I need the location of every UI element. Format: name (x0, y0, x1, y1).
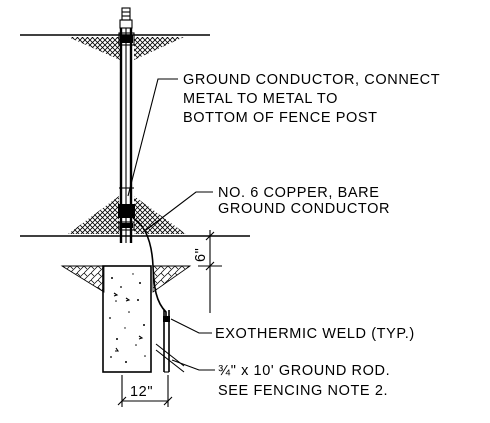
ground-conductor-callout-line-1: GROUND CONDUCTOR, CONNECT (183, 72, 440, 88)
ground-conductor-callout-line-2: METAL TO METAL TO (183, 91, 338, 107)
copper-callout: NO. 6 COPPER, BARE GROUND CONDUCTOR (218, 185, 390, 217)
weld-callout: EXOTHERMIC WELD (TYP.) (215, 326, 415, 342)
top-crosshatch-left (68, 37, 120, 60)
copper-callout-line-2: GROUND CONDUCTOR (218, 201, 390, 217)
ground-conductor-callout-line-3: BOTTOM OF FENCE POST (183, 110, 378, 126)
ground-rod (155, 310, 185, 373)
width-dimension (117, 375, 173, 407)
width-dimension-label: 12" (130, 384, 153, 400)
depth-dimension (198, 230, 222, 313)
rod-callout-line-2: SEE FENCING NOTE 2. (218, 383, 388, 399)
lower-crosshatch-left (68, 196, 119, 234)
depth-dimension-label: 6" (193, 248, 209, 262)
soil-hatch-right (152, 265, 192, 293)
rod-callout-line-1: ¾" x 10' GROUND ROD. (218, 363, 390, 379)
leader-rod (171, 359, 215, 371)
post-ground-clamp (118, 204, 135, 231)
copper-ground-conductor (132, 217, 167, 318)
leader-copper (145, 191, 213, 231)
copper-callout-line-1: NO. 6 COPPER, BARE (218, 185, 379, 201)
top-crosshatch-right (134, 37, 184, 60)
post-cap (119, 7, 133, 29)
ground-conductor-callout: GROUND CONDUCTOR, CONNECT METAL TO METAL… (183, 72, 440, 126)
leader-weld (170, 318, 212, 334)
leader-ground-conductor (127, 78, 178, 197)
rod-callout: ¾" x 10' GROUND ROD. SEE FENCING NOTE 2. (218, 363, 390, 399)
soil-hatch-left (60, 265, 105, 293)
concrete-footing (102, 265, 152, 373)
lower-crosshatch-right (134, 196, 186, 234)
